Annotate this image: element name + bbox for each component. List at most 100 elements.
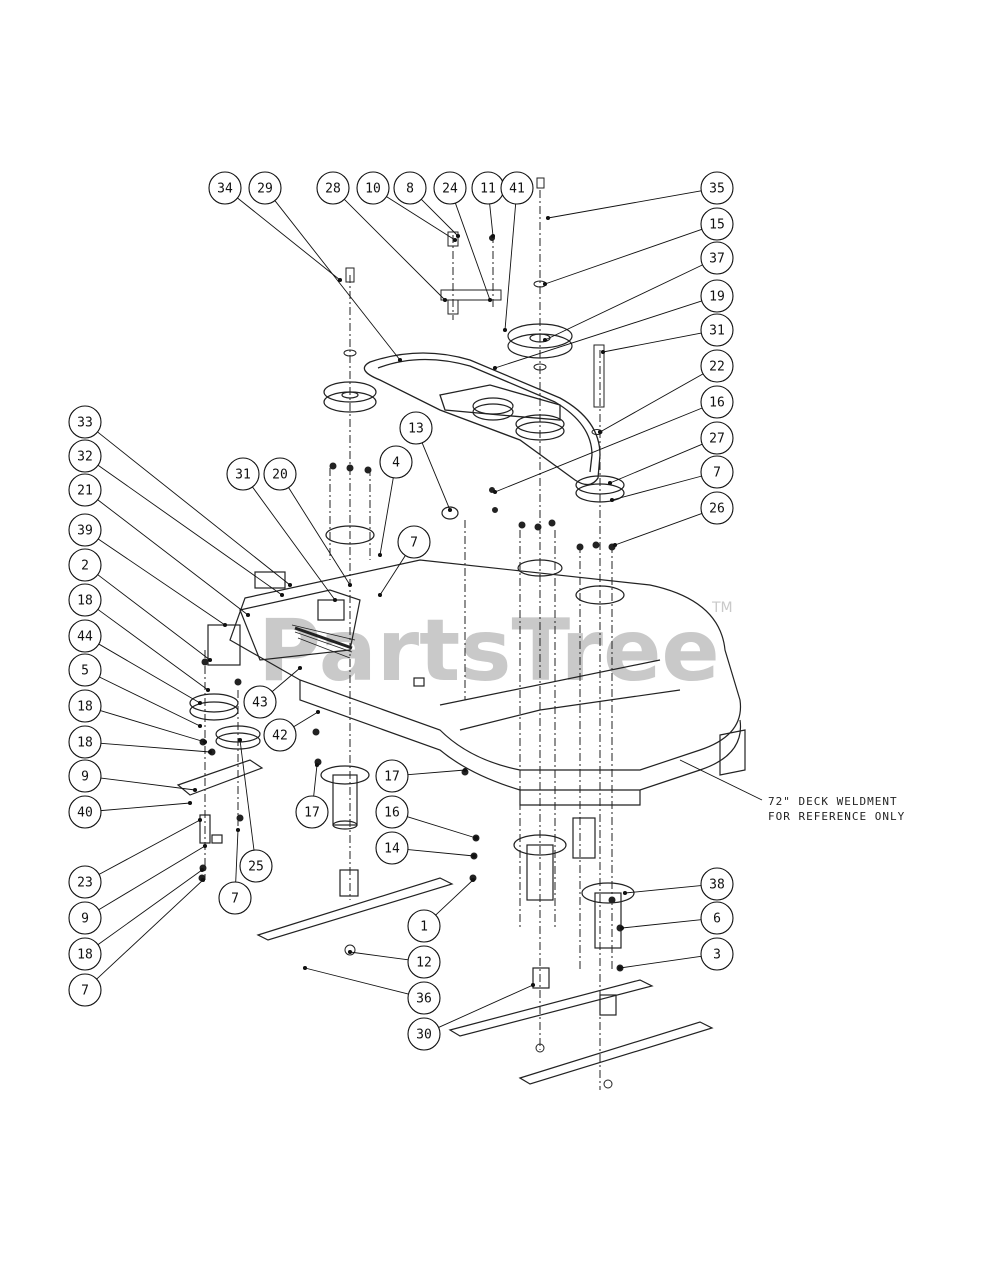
callout-circle <box>700 241 734 275</box>
callout-circle <box>700 421 734 455</box>
callout-leader-tip <box>542 337 548 343</box>
callout-label: 26 <box>709 502 725 517</box>
callout-leader-tip <box>609 497 615 503</box>
callout-leader-tip <box>622 890 628 896</box>
callout-circle <box>433 171 467 205</box>
callout-circle <box>68 759 102 793</box>
callout-label: 38 <box>709 878 725 893</box>
callout-circle <box>263 718 297 752</box>
callout-circle <box>500 171 534 205</box>
watermark-brand: PartsTree <box>258 601 720 701</box>
callout-leader-tip <box>530 982 536 988</box>
callout-item-42: 42 <box>263 718 297 752</box>
callout-circle <box>407 945 441 979</box>
callout-item-16: 16 <box>700 385 734 419</box>
callout-label: 28 <box>325 182 341 197</box>
callout-item-17: 17 <box>295 795 329 829</box>
callout-label: 37 <box>709 252 725 267</box>
callout-label: 17 <box>304 806 320 821</box>
callout-circle <box>397 525 431 559</box>
callout-label: 35 <box>709 182 725 197</box>
callout-leader <box>544 264 703 341</box>
callout-item-18: 18 <box>68 725 102 759</box>
callout-circle <box>700 279 734 313</box>
callout-label: 10 <box>365 182 381 197</box>
callout-leader-tip <box>452 237 458 243</box>
callout-leader-tip <box>619 925 625 931</box>
callout-label: 9 <box>81 770 89 785</box>
callout-item-29: 29 <box>248 171 282 205</box>
callout-item-22: 22 <box>700 349 734 383</box>
callout-leader-tip <box>279 592 285 598</box>
callout-circle <box>700 937 734 971</box>
callout-item-1: 1 <box>407 909 441 943</box>
callout-leader-tip <box>197 817 203 823</box>
callout-leader-tip <box>487 297 493 303</box>
callout-leader <box>602 332 702 353</box>
callout-leader <box>100 742 211 753</box>
callout-item-20: 20 <box>263 457 297 491</box>
callout-item-40: 40 <box>68 795 102 829</box>
callout-leader <box>100 777 196 791</box>
callout-item-26: 26 <box>700 491 734 525</box>
callout-leader <box>349 951 409 961</box>
callout-leader <box>252 486 336 601</box>
callout-leader-tip <box>473 835 479 841</box>
callout-item-18: 18 <box>68 937 102 971</box>
callout-label: 7 <box>231 892 239 907</box>
callout-label: 15 <box>709 218 725 233</box>
callout-circle <box>68 901 102 935</box>
note-leader-line <box>679 759 763 801</box>
callout-circle <box>68 513 102 547</box>
callout-label: 27 <box>709 432 725 447</box>
callout-item-8: 8 <box>393 171 427 205</box>
callout-leader-tip <box>377 592 383 598</box>
callout-leader-tip <box>617 965 623 971</box>
callout-label: 29 <box>257 182 273 197</box>
callout-label: 12 <box>416 956 432 971</box>
callout-circle <box>68 795 102 829</box>
callout-leader-tip <box>202 843 208 849</box>
callout-circle <box>700 349 734 383</box>
callout-circle <box>407 909 441 943</box>
callout-item-36: 36 <box>407 981 441 1015</box>
callout-item-35: 35 <box>700 171 734 205</box>
callout-leader <box>504 203 517 331</box>
callout-circle <box>68 937 102 971</box>
callout-item-30: 30 <box>407 1017 441 1051</box>
watermark-tm: TM <box>711 600 733 616</box>
callout-item-37: 37 <box>700 241 734 275</box>
callout-circle <box>379 445 413 479</box>
callout-circle <box>263 457 297 491</box>
callout-leader-tip <box>600 349 606 355</box>
callout-leader-tip <box>470 877 476 883</box>
callout-leader <box>619 955 702 969</box>
mount-plate <box>176 677 425 844</box>
callout-label: 33 <box>77 416 93 431</box>
callout-circle <box>407 1017 441 1051</box>
callout-label: 19 <box>709 290 725 305</box>
callout-item-39: 39 <box>68 513 102 547</box>
callout-leader <box>379 555 406 596</box>
callout-item-11: 11 <box>471 171 505 205</box>
callout-circle <box>700 491 734 525</box>
callout-leader-tip <box>490 233 496 239</box>
callout-leader-tip <box>347 949 353 955</box>
callout-item-6: 6 <box>700 901 734 935</box>
callout-leader-tip <box>302 965 308 971</box>
callout-item-34: 34 <box>208 171 242 205</box>
callout-leader-tip <box>607 480 613 486</box>
callout-circle <box>239 849 273 883</box>
callout-circle <box>700 901 734 935</box>
drive-belt <box>363 352 601 486</box>
callout-item-25: 25 <box>239 849 273 883</box>
callout-item-9: 9 <box>68 901 102 935</box>
callout-circle <box>68 473 102 507</box>
callout-label: 21 <box>77 484 93 499</box>
callout-leader <box>621 919 702 929</box>
callout-leader <box>96 879 204 980</box>
callout-leader <box>100 802 191 812</box>
callout-leader-tip <box>315 709 321 715</box>
callout-leader-tip <box>612 542 618 548</box>
callout-circle <box>68 619 102 653</box>
